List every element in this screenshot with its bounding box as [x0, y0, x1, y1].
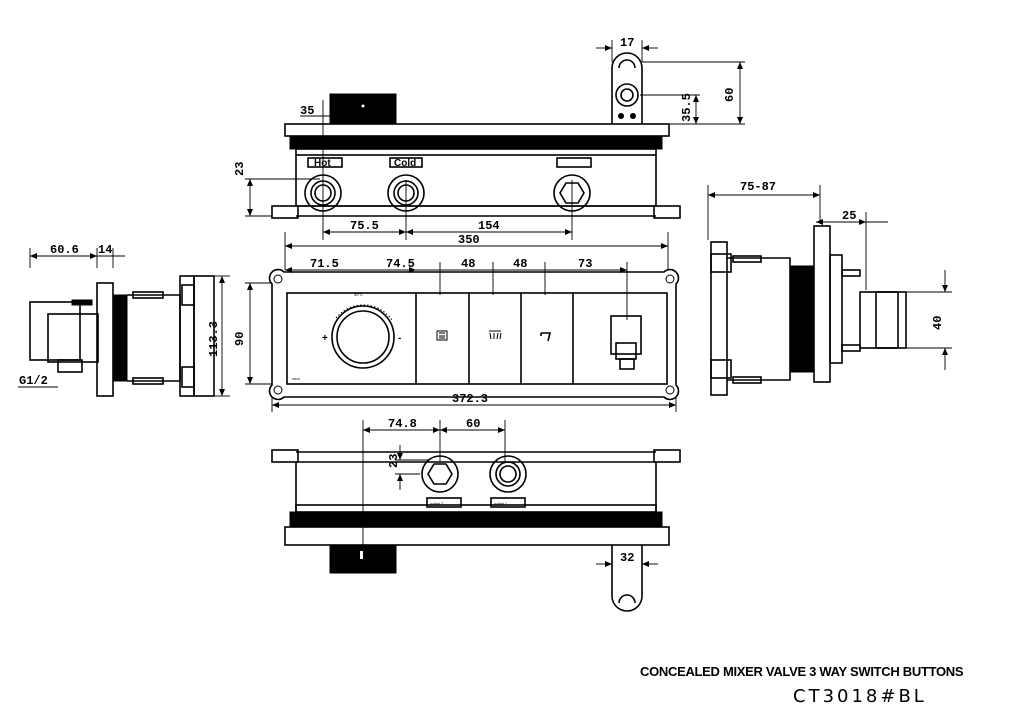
outlet-2-port [421, 455, 459, 493]
dim-74-8: 74.8 [388, 417, 417, 431]
top-bracket: 17 35.5 60 [596, 36, 745, 125]
dim-113-3: 113.3 [207, 321, 221, 357]
dim-23-bottom: 23 [387, 454, 401, 468]
dim-60-6: 60.6 [50, 243, 79, 257]
dim-17: 17 [620, 36, 634, 50]
dim-75-87: 75-87 [740, 180, 776, 194]
dim-14: 14 [98, 243, 112, 257]
dim-74-5: 74.5 [386, 257, 415, 271]
dim-25: 25 [842, 209, 856, 223]
spout-icon[interactable] [540, 332, 552, 342]
dim-350: 350 [458, 233, 480, 247]
top-cover-plate [284, 123, 670, 137]
outlet-2-label: outlet 2 [430, 501, 444, 506]
top-handle-block [329, 93, 397, 125]
dim-75-5: 75.5 [350, 219, 379, 233]
cold-label: Cold [394, 158, 416, 169]
top-view: Hot Cold 35 75.5 154 23 [233, 93, 681, 240]
dim-372-3: 372.3 [452, 392, 488, 406]
temp-mark: 40°C [354, 292, 363, 297]
thread-label: G1/2 [19, 374, 48, 388]
dim-32: 32 [620, 551, 634, 565]
shower-head-icon[interactable] [436, 330, 448, 341]
cold-label-box [389, 157, 423, 168]
dim-35-5: 35.5 [680, 93, 694, 122]
right-side-view: 75-87 25 40 [707, 180, 952, 396]
drawing-title: CONCEALED MIXER VALVE 3 WAY SWITCH BUTTO… [640, 664, 964, 679]
plus-mark: + [322, 333, 328, 344]
model-number: CT3018#BL [793, 686, 927, 707]
left-side-view: 60.6 14 113.3 G1/2 [18, 243, 230, 397]
hand-shower-outlet [610, 315, 642, 370]
bottom-view: 74.8 60 outlet 2 outlet 1 23 [271, 417, 681, 574]
dim-90: 90 [233, 332, 247, 346]
temperature-knob[interactable] [331, 304, 395, 369]
dim-35: 35 [300, 104, 314, 118]
mounting-plate [268, 268, 680, 401]
hot-label-box [307, 157, 343, 168]
bottom-bracket: 32 [596, 545, 658, 612]
dim-48-b: 48 [513, 257, 527, 271]
dim-73: 73 [578, 257, 592, 271]
dim-71-5: 71.5 [310, 257, 339, 271]
outlet-1-label: outlet 1 [494, 501, 508, 506]
dim-48-a: 48 [461, 257, 475, 271]
rain-shower-icon[interactable] [489, 330, 502, 340]
dim-60-bracket: 60 [723, 88, 737, 102]
brand-mark: cera [292, 376, 301, 381]
minus-mark: - [398, 333, 401, 344]
outlet-1-port [489, 455, 527, 493]
dim-40: 40 [931, 316, 945, 330]
dim-23-top: 23 [233, 162, 247, 176]
front-view: 350 71.5 74.5 48 48 73 40°C + - [233, 232, 680, 412]
dim-154: 154 [478, 219, 500, 233]
valve-faceplate [286, 292, 668, 385]
dim-60-bottom: 60 [466, 417, 480, 431]
